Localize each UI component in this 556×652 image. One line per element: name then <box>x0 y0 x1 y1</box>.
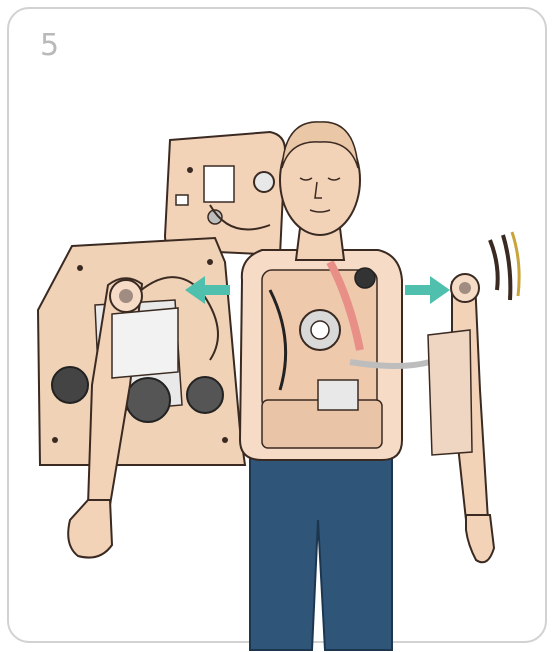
pants <box>250 440 392 650</box>
torso <box>240 250 430 460</box>
upper-back-panel <box>165 132 285 255</box>
arrow-right-icon <box>405 276 450 304</box>
right-arm <box>428 232 519 562</box>
head <box>280 122 360 260</box>
